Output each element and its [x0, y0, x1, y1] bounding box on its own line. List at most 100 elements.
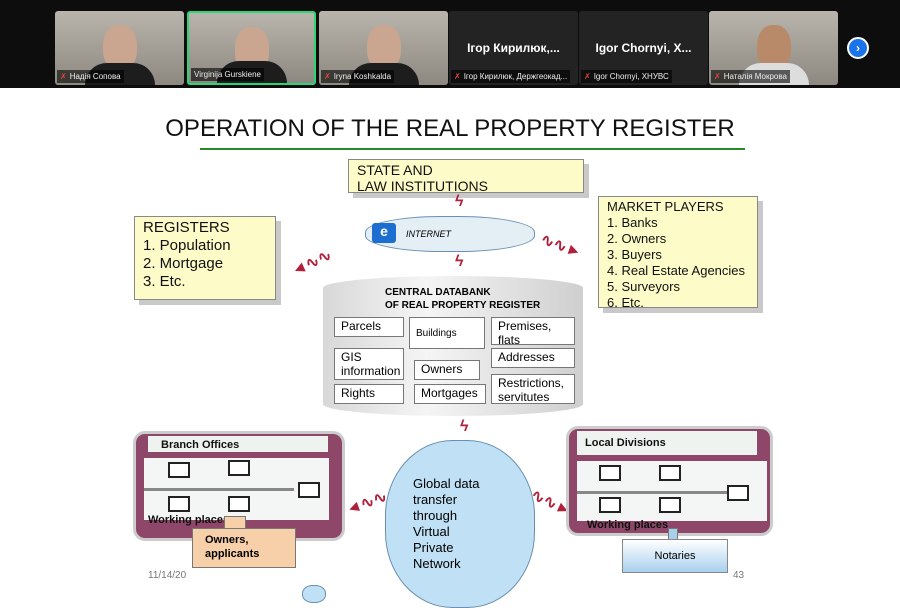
- participant-name-text: Virginija Gurskiene: [194, 70, 261, 79]
- participant-tile-active[interactable]: Virginija Gurskiene: [187, 11, 316, 85]
- box-line: 2. Owners: [607, 231, 667, 246]
- participant-name: ✗Igor Chornyi, ХНУВС: [581, 70, 672, 83]
- zigzag-arrow-icon: ◄∿∿: [288, 246, 335, 281]
- cell-addresses: Addresses: [491, 348, 575, 368]
- box-line: 1. Banks: [607, 215, 658, 230]
- participant-name-text: Ігор Кирилюк, Держгеокад...: [463, 72, 568, 81]
- participant-name-text: Iryna Koshkalda: [333, 72, 392, 81]
- participant-video: [366, 25, 401, 69]
- box-line: REGISTERS: [143, 219, 230, 236]
- box-line: 2. Mortgage: [143, 255, 224, 272]
- slide-date: 11/14/20: [148, 570, 187, 581]
- chevron-right-icon[interactable]: ›: [847, 37, 869, 59]
- participant-name-text: Igor Chornyi, ХНУВС: [593, 72, 669, 81]
- cell-premises: Premises, flats: [491, 317, 575, 347]
- cloud-line: through: [413, 508, 458, 523]
- participant-name-text: Надія Сопова: [69, 72, 121, 81]
- computer-icon: [599, 465, 621, 481]
- participant-display-name: Igor Chornyi, X...: [595, 41, 692, 55]
- network-line: [577, 491, 727, 494]
- local-divisions-label: Local Divisions: [585, 437, 666, 449]
- internet-label: INTERNET: [406, 229, 451, 239]
- cloud-line: Virtual: [413, 524, 450, 539]
- participant-name: Virginija Gurskiene: [191, 68, 264, 81]
- participant-name: ✗Ігор Кирилюк, Держгеокад...: [451, 70, 571, 83]
- computer-icon: [168, 462, 190, 478]
- box-line: 3. Buyers: [607, 247, 662, 262]
- participant-tile[interactable]: ✗Наталія Мокрова: [709, 11, 838, 85]
- participant-name: ✗Надія Сопова: [57, 70, 124, 83]
- shared-slide: OPERATION OF THE REAL PROPERTY REGISTER …: [0, 88, 900, 608]
- box-line: STATE AND: [357, 162, 433, 178]
- computer-icon: [659, 465, 681, 481]
- box-line: 4. Real Estate Agencies: [607, 263, 746, 278]
- box-line: 6. Etc.: [607, 295, 644, 310]
- databank-label: CENTRAL DATABANK OF REAL PROPERTY REGISTE…: [385, 286, 540, 312]
- vpn-cloud: [385, 440, 535, 608]
- title-underline: [200, 148, 745, 150]
- cell-mortgages: Mortgages: [414, 384, 486, 404]
- working-places-label: Working places: [148, 514, 230, 526]
- network-line: [144, 488, 294, 491]
- computer-icon: [168, 496, 190, 512]
- mic-muted-icon: ✗: [714, 72, 721, 81]
- box-line: MARKET PLAYERS: [607, 199, 724, 214]
- participant-tile[interactable]: ✗Надія Сопова: [55, 11, 184, 85]
- zigzag-arrow-icon: ϟ: [455, 253, 464, 270]
- participant-name: ✗Iryna Koshkalda: [321, 70, 395, 83]
- cloud-line: Network: [413, 556, 461, 571]
- cell-owners: Owners: [414, 360, 480, 380]
- zigzag-arrow-icon: ∿∿►: [538, 231, 585, 262]
- box-line: 1. Population: [143, 237, 231, 254]
- participant-video: [756, 25, 791, 69]
- internet-explorer-icon: e: [372, 223, 396, 243]
- zigzag-arrow-icon: ◄∿∿: [343, 488, 390, 519]
- participant-tile[interactable]: Ігор Кирилюк,... ✗Ігор Кирилюк, Держгеока…: [449, 11, 578, 85]
- participant-name-text: Наталія Мокрова: [723, 72, 787, 81]
- zigzag-arrow-icon: ϟ: [460, 418, 469, 435]
- slide-title: OPERATION OF THE REAL PROPERTY REGISTER: [165, 115, 735, 142]
- cell-parcels: Parcels: [334, 317, 404, 337]
- server-icon: [727, 485, 749, 501]
- branch-offices-panel: Branch Offices Working places: [133, 431, 345, 541]
- mic-muted-icon: ✗: [60, 72, 67, 81]
- computer-icon: [228, 496, 250, 512]
- cloud-line: transfer: [413, 492, 458, 507]
- local-divisions-panel: Local Divisions Working places: [566, 426, 773, 536]
- databank-line: CENTRAL DATABANK: [385, 287, 491, 298]
- cloud-line: Global data: [413, 476, 480, 491]
- participant-video: [102, 25, 137, 69]
- computer-icon: [228, 460, 250, 476]
- cell-gis: GIS information: [334, 348, 404, 380]
- mic-muted-icon: ✗: [324, 72, 331, 81]
- participant-display-name: Ігор Кирилюк,...: [467, 41, 560, 55]
- cell-buildings: Buildings: [409, 317, 485, 349]
- participant-tile[interactable]: ✗Iryna Koshkalda: [319, 11, 448, 85]
- box-line: applicants: [205, 548, 260, 560]
- mic-muted-icon: ✗: [584, 72, 591, 81]
- panel-header: [577, 431, 757, 455]
- box-line: Owners,: [205, 534, 249, 546]
- box-line: 3. Etc.: [143, 273, 186, 290]
- participant-name: ✗Наталія Мокрова: [711, 70, 790, 83]
- small-cloud: [302, 585, 326, 603]
- computer-icon: [599, 497, 621, 513]
- server-icon: [298, 482, 320, 498]
- box-line: LAW INSTITUTIONS: [357, 178, 488, 194]
- mic-muted-icon: ✗: [454, 72, 461, 81]
- cloud-line: Private: [413, 540, 454, 555]
- notaries-box: Notaries: [622, 539, 728, 573]
- participant-tile[interactable]: Igor Chornyi, X... ✗Igor Chornyi, ХНУВС: [579, 11, 708, 85]
- zigzag-arrow-icon: ϟ: [455, 193, 464, 210]
- slide-number: 43: [733, 570, 745, 581]
- working-places-label: Working places: [587, 519, 669, 531]
- box-line: 5. Surveyors: [607, 279, 680, 294]
- participant-strip: ✗Надія Сопова Virginija Gurskiene ✗Iryna…: [0, 0, 900, 88]
- internet-cloud: [365, 216, 535, 252]
- databank-line: OF REAL PROPERTY REGISTER: [385, 300, 541, 311]
- owners-applicants-box: Owners, applicants: [192, 528, 296, 568]
